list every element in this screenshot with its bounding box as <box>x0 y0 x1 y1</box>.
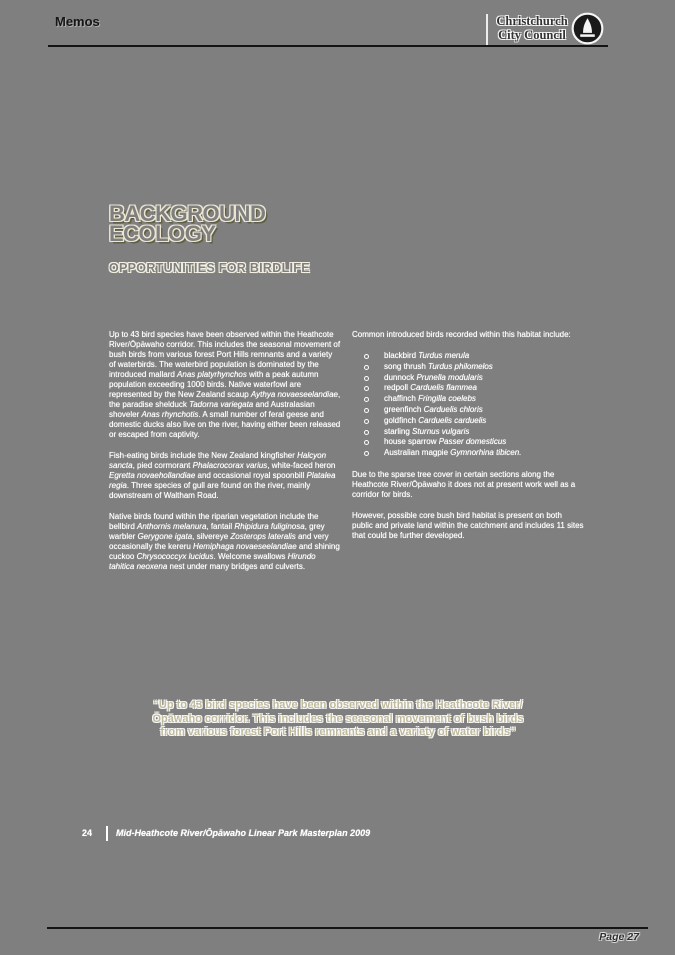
pull-quote: “Up to 43 bird species have been observe… <box>152 699 524 738</box>
bird-list-item: song thrush Turdus philomelos <box>352 362 584 373</box>
paragraph: Native birds found within the riparian v… <box>109 512 340 571</box>
paragraph: Fish-eating birds include the New Zealan… <box>109 451 336 500</box>
bird-list-item: chaffinch Fringilla coelebs <box>352 394 584 405</box>
logo-line1: Christchurch <box>496 14 568 28</box>
bird-list-item-text: dunnock Prunella modularis <box>384 372 483 382</box>
page-title-line1: BACKGROUND <box>109 201 266 226</box>
bullet-icon <box>364 418 369 424</box>
cathedral-icon <box>571 12 604 45</box>
page-number-label: Page 27 <box>599 931 639 943</box>
bird-list-item: greenfinch Carduelis chloris <box>352 405 584 416</box>
bird-list-item-text: goldfinch Carduelis carduelis <box>384 415 487 425</box>
bullet-icon <box>364 364 369 370</box>
header-rule <box>48 45 608 47</box>
bird-list-item-text: blackbird Turdus merula <box>384 351 470 360</box>
bird-list-item: dunnock Prunella modularis <box>352 373 584 384</box>
paragraph: Up to 43 bird species have been observed… <box>109 330 341 439</box>
bullet-icon <box>364 397 369 403</box>
bird-list: blackbird Turdus merula song thrush Turd… <box>352 351 584 459</box>
logo-divider <box>486 14 488 45</box>
council-logo: Christchurch City Council <box>486 11 604 48</box>
footer-page-number: 24 <box>82 828 93 838</box>
footer-doc-title: Mid-Heathcote River/Ōpāwaho Linear Park … <box>116 828 371 838</box>
bird-list-item: house sparrow Passer domesticus <box>352 437 584 448</box>
footer-divider <box>106 826 108 841</box>
page-title-line2: ECOLOGY <box>109 221 216 246</box>
memos-label: Memos <box>55 14 100 29</box>
bird-list-item: Australian magpie Gymnorhina tibicen. <box>352 448 584 459</box>
right-column: Common introduced birds recorded within … <box>352 330 584 552</box>
bird-list-item: blackbird Turdus merula <box>352 351 584 362</box>
bottom-rule <box>47 927 648 929</box>
logo-line2: City Council <box>498 28 566 42</box>
bullet-icon <box>364 429 369 435</box>
bird-list-intro: Common introduced birds recorded within … <box>352 330 571 339</box>
bird-list-item-text: starling Sturnus vulgaris <box>384 426 470 436</box>
bullet-icon <box>364 386 369 392</box>
bird-list-item: goldfinch Carduelis carduelis <box>352 416 584 427</box>
bird-list-item-text: chaffinch Fringilla coelebs <box>384 394 476 404</box>
bird-list-item-text: Australian magpie Gymnorhina tibicen. <box>384 448 522 458</box>
paragraph: However, possible core bush bird habitat… <box>352 510 584 540</box>
page-title: BACKGROUND ECOLOGY <box>109 201 266 246</box>
left-column: Up to 43 bird species have been observed… <box>109 330 341 583</box>
bird-list-item: redpoll Carduelis flammea <box>352 383 584 394</box>
bullet-icon <box>364 375 369 381</box>
logo-text: Christchurch City Council <box>492 14 572 42</box>
bird-list-item-text: house sparrow Passer domesticus <box>384 437 507 447</box>
bullet-icon <box>364 354 369 359</box>
bird-list-item-text: greenfinch Carduelis chloris <box>384 404 483 414</box>
bullet-icon <box>364 407 369 413</box>
bullet-icon <box>364 440 369 446</box>
bird-list-item-text: redpoll Carduelis flammea <box>384 383 477 393</box>
bird-list-item-text: song thrush Turdus philomelos <box>384 361 493 371</box>
page-subtitle: OPPORTUNITIES FOR BIRDLIFE <box>109 261 310 275</box>
bullet-icon <box>364 451 369 457</box>
bird-list-item: starling Sturnus vulgaris <box>352 427 584 438</box>
paragraph: Due to the sparse tree cover in certain … <box>352 469 576 499</box>
